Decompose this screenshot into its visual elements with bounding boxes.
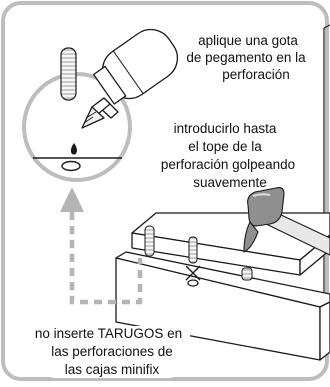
step1-instruction-line-2: de pegamento en la — [186, 50, 306, 65]
dowel-icon — [144, 225, 155, 257]
warning-line-3: las cajas minifix — [52, 362, 172, 378]
cross-out-icon — [185, 265, 201, 287]
step2-instruction-line-1: introducirlo hasta — [173, 121, 277, 136]
dashed-arrow-icon — [60, 187, 143, 305]
step2-instruction-line-3: perforación golpeando — [160, 157, 296, 172]
drip-icon — [70, 143, 77, 155]
dowel-icon — [60, 47, 77, 101]
hole-marker — [61, 160, 81, 172]
glue-bottle-icon — [81, 28, 179, 129]
dowel-icon — [188, 236, 198, 264]
step2-instruction-line-2: el tope de la — [188, 139, 262, 154]
step1-instruction-line-1: aplique una gota — [198, 33, 298, 48]
step1-instruction-line-3: perforación — [222, 67, 290, 82]
cabinet-side-panel — [323, 24, 330, 340]
step2-instruction-line-4: suavemente — [193, 175, 267, 190]
hammer-icon — [243, 187, 330, 256]
dowel-icon — [241, 267, 253, 281]
warning-line-1: no inserte TARUGOS en — [27, 326, 190, 342]
warning-line-2: las perforaciones de — [38, 344, 186, 360]
